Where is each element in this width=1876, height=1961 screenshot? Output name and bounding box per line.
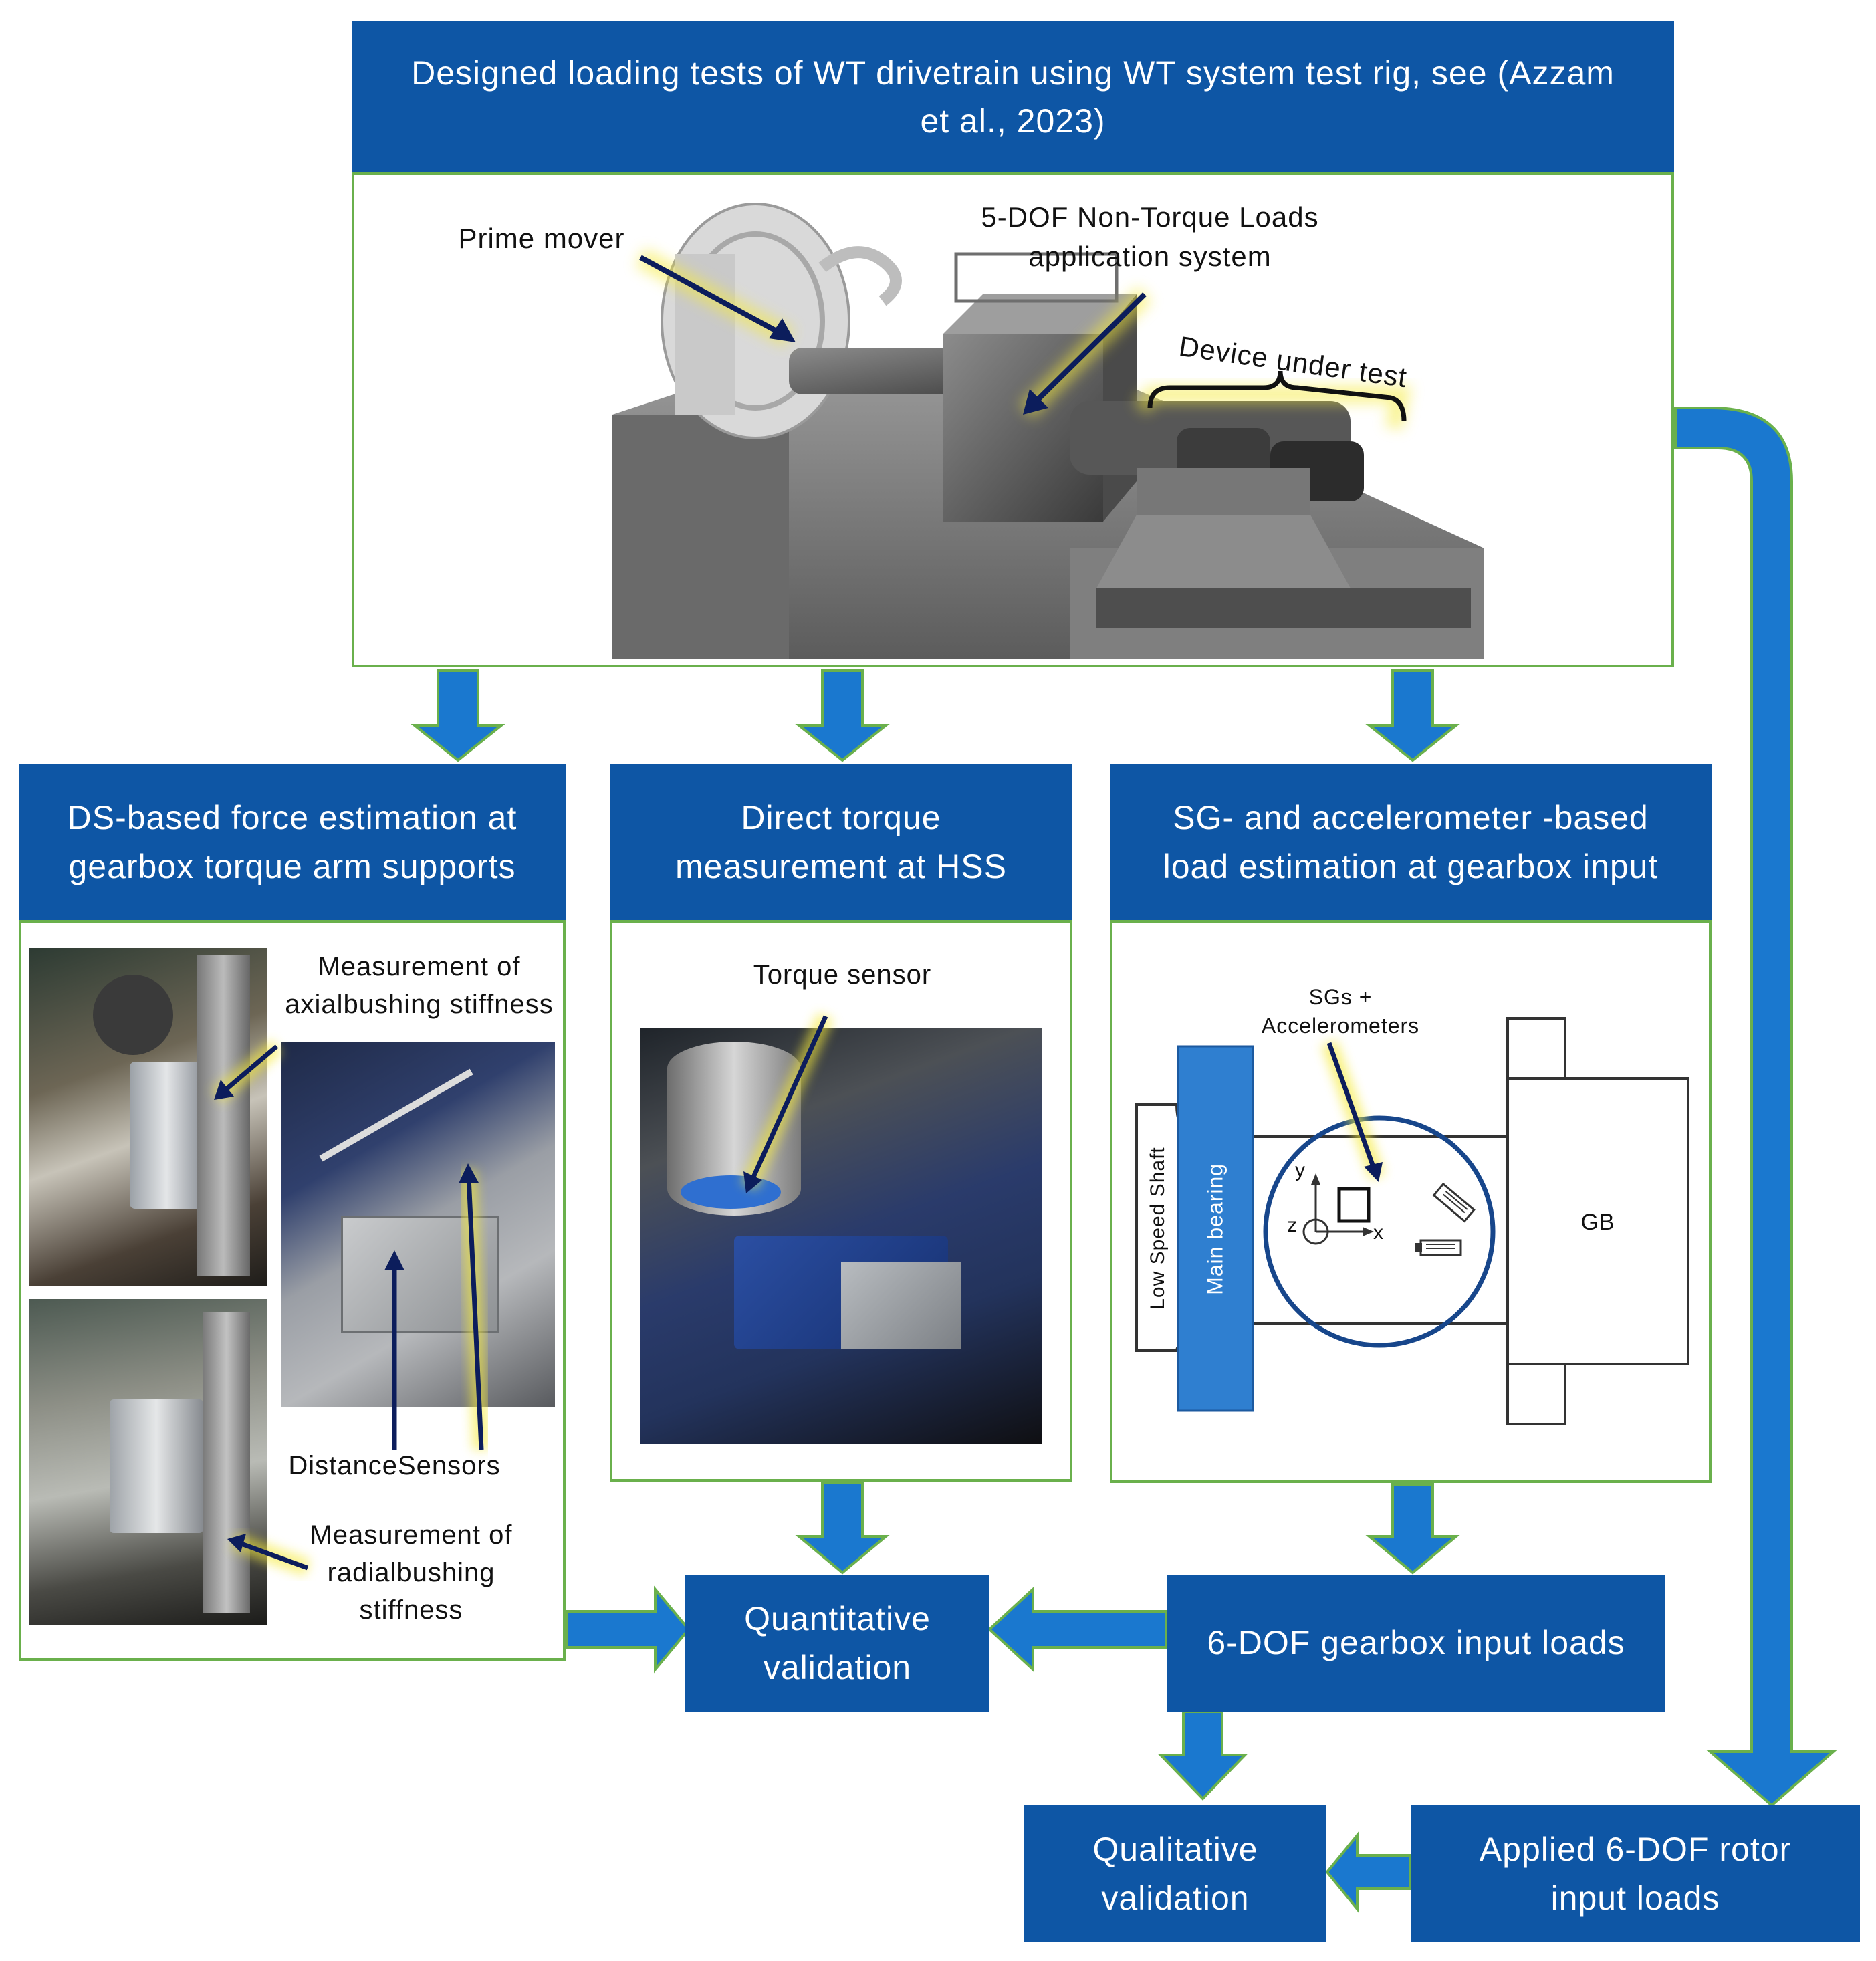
torque-sensor-label: Torque sensor: [753, 960, 932, 990]
axis-x-label: x: [1373, 1222, 1384, 1244]
gearbox-input-loads-text: 6-DOF gearbox input loads: [1207, 1624, 1625, 1662]
qualitative-validation-box: Qualitative validation: [1024, 1805, 1326, 1942]
quantitative-validation-text: Quantitative validation: [744, 1600, 931, 1686]
arrow-gearbox-to-qualitative: [1157, 1710, 1248, 1801]
arrow-top-to-middle: [795, 669, 890, 762]
ntl-system-label: 5-DOF Non-Torque Loads application syste…: [981, 201, 1319, 272]
radial-bushing-photo: [29, 1299, 267, 1625]
arrow-middle-to-quantitative: [795, 1482, 890, 1575]
rotor-input-loads-box: Applied 6-DOF rotor input loads: [1411, 1805, 1860, 1942]
rotor-input-loads-text: Applied 6-DOF rotor input loads: [1479, 1831, 1792, 1917]
low-speed-shaft-label: Low Speed Shaft: [1147, 1147, 1169, 1310]
middle-title: Direct torque measurement at HSS: [610, 764, 1072, 920]
torque-sensor-photo: [640, 1028, 1042, 1444]
gb-label: GB: [1580, 1209, 1615, 1235]
distance-sensors-label: DistanceSensors: [288, 1451, 501, 1480]
distance-sensors-photo: [281, 1042, 555, 1407]
right-title-text: SG- and accelerometer -based load estima…: [1163, 799, 1659, 885]
left-title-text: DS-based force estimation at gearbox tor…: [67, 799, 517, 885]
axis-z-label: z: [1287, 1214, 1298, 1236]
arrow-left-to-quantitative: [566, 1585, 691, 1674]
axial-bushing-label: Measurement of axialbushing stiffness: [285, 952, 554, 1019]
prime-mover-label: Prime mover: [458, 223, 625, 254]
main-bearing-label: Main bearing: [1203, 1163, 1227, 1295]
arrow-top-to-right: [1365, 669, 1460, 762]
sgs-accelerometers-label: SGs + Accelerometers: [1261, 985, 1420, 1038]
gearbox-input-loads-box: 6-DOF gearbox input loads: [1167, 1575, 1665, 1712]
top-title: Designed loading tests of WT drivetrain …: [352, 21, 1674, 172]
qualitative-validation-text: Qualitative validation: [1092, 1831, 1258, 1917]
axial-bushing-photo: [29, 948, 267, 1286]
left-title: DS-based force estimation at gearbox tor…: [19, 764, 566, 920]
quantitative-validation-box: Quantitative validation: [685, 1575, 989, 1712]
arrow-gearbox-to-quantitative: [987, 1586, 1168, 1673]
arrow-rotor-to-qualitative: [1325, 1831, 1412, 1913]
radial-bushing-label: Measurement of radialbushing stiffness: [310, 1520, 513, 1625]
middle-title-text: Direct torque measurement at HSS: [675, 799, 1007, 885]
top-title-text: Designed loading tests of WT drivetrain …: [411, 53, 1615, 140]
arrow-right-to-gearbox-loads: [1365, 1483, 1460, 1575]
arrow-top-to-left: [411, 669, 505, 762]
axis-y-label: y: [1295, 1159, 1306, 1181]
right-title: SG- and accelerometer -based load estima…: [1110, 764, 1712, 920]
